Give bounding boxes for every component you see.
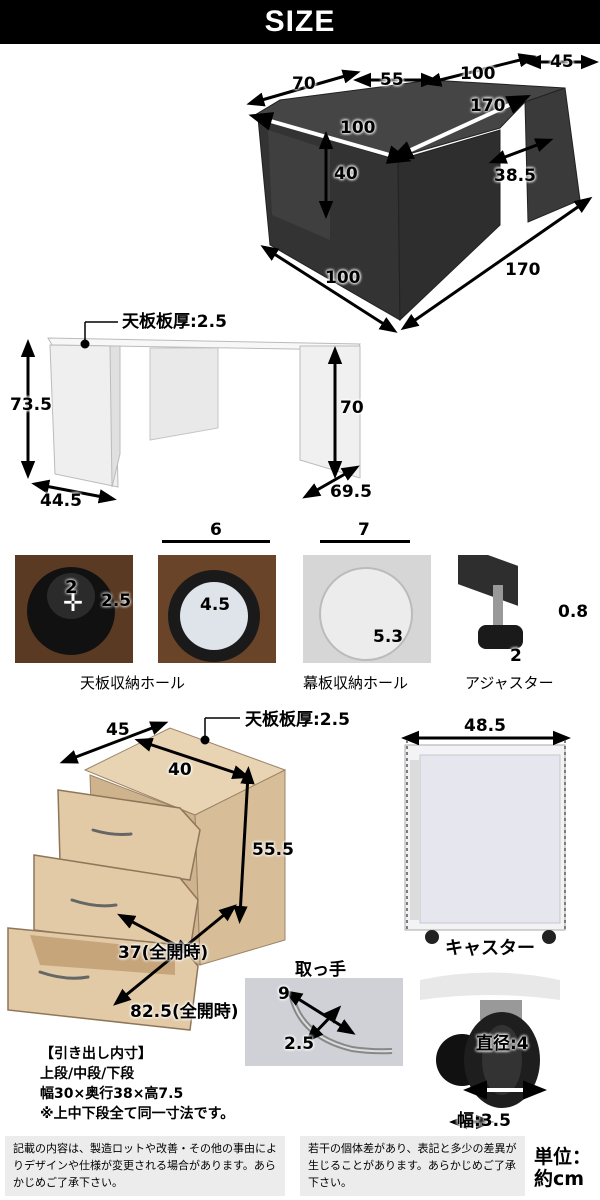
cab-dim-82-5: 82.5(全開時): [130, 1002, 239, 1022]
cab-dim-48-5: 48.5: [464, 716, 506, 736]
handle-title: 取っ手: [295, 960, 346, 980]
top-hole-photo: 2 ✛ 2.5: [15, 555, 133, 663]
cab-dim-40: 40: [168, 760, 192, 780]
dim-100-mid: 100: [340, 118, 376, 138]
page-title: SIZE: [264, 5, 336, 38]
top-hole-caption: 天板収納ホール: [80, 674, 186, 692]
handle-dim-9: 9: [278, 984, 290, 1004]
panel-hole-outer: 7: [358, 520, 370, 540]
unit-label: 単位： 約cm: [534, 1146, 591, 1190]
top-hole-w: 2: [65, 577, 78, 598]
cab-dim-37: 37(全開時): [118, 943, 209, 963]
cross-arrows-icon: ✛: [63, 589, 84, 617]
caster-width: 幅:3.5: [457, 1111, 511, 1131]
dim-170-bottom: 170: [505, 260, 541, 280]
top-hole-h: 2.5: [101, 591, 132, 611]
dim-170-top: 170: [470, 96, 506, 116]
dim-40: 40: [334, 164, 358, 184]
caster-title: キャスター: [445, 938, 535, 959]
drawer-info-line3: ※上中下段全て同一寸法です。: [40, 1106, 235, 1122]
board-thickness-cabinet: 天板板厚:2.5: [245, 710, 350, 730]
dim-69-5: 69.5: [330, 482, 372, 502]
drawer-info-line1: 上段/中段/下段: [40, 1066, 135, 1082]
panel-hole-photo: 5.3: [303, 555, 431, 663]
dim-55: 55: [380, 70, 404, 90]
white-desk-illustration: [47, 337, 361, 488]
caster-diameter: 直径:4: [476, 1034, 529, 1054]
unit-line2: 約cm: [534, 1168, 585, 1190]
cab-dim-55-5: 55.5: [252, 840, 294, 860]
board-thickness-desk: 天板板厚:2.5: [122, 312, 227, 332]
dim-70-top: 70: [292, 74, 316, 94]
dim-73-5: 73.5: [10, 395, 52, 415]
panel-hole-dim-line: [320, 540, 410, 543]
note-right: 若干の個体差があり、表記と多少の差異が生じることがあります。あらかじめご了承下さ…: [300, 1136, 525, 1196]
size-banner: SIZE: [0, 0, 600, 44]
adjuster-photo: [448, 555, 553, 663]
drawer-info: 【引き出し内寸】 上段/中段/下段 幅30×奥行38×高7.5 ※上中下段全て同…: [40, 1044, 234, 1124]
dim-70-side: 70: [340, 398, 364, 418]
dim-38-5: 38.5: [494, 166, 536, 186]
cab-dim-45: 45: [106, 720, 130, 740]
dim-45: 45: [550, 52, 574, 72]
inner-hole-inner: 4.5: [200, 595, 231, 615]
drawer-info-line2: 幅30×奥行38×高7.5: [40, 1086, 184, 1102]
inner-hole-outer: 6: [210, 520, 222, 540]
handle-dim-2-5: 2.5: [284, 1034, 315, 1054]
dim-100-bottom: 100: [325, 268, 361, 288]
adjuster-w: 2: [510, 646, 522, 666]
adjuster-caption: アジャスター: [465, 674, 554, 692]
dim-44-5: 44.5: [40, 491, 82, 511]
drawer-info-title: 【引き出し内寸】: [40, 1046, 152, 1062]
dim-100-top: 100: [460, 64, 496, 84]
unit-line1: 単位：: [534, 1146, 592, 1168]
panel-hole-inner: 5.3: [373, 627, 404, 647]
panel-hole-caption: 幕板収納ホール: [303, 674, 409, 692]
note-left: 記載の内容は、製造ロットや改善・その他の事由によりデザインや仕様が変更される場合…: [5, 1136, 285, 1196]
inner-hole-photo: 4.5: [158, 555, 276, 663]
white-cabinet-side-view: [404, 744, 566, 944]
adjuster-h: 0.8: [558, 602, 589, 622]
l-desk-illustration: [253, 79, 581, 322]
inner-hole-dim-line: [162, 540, 270, 543]
